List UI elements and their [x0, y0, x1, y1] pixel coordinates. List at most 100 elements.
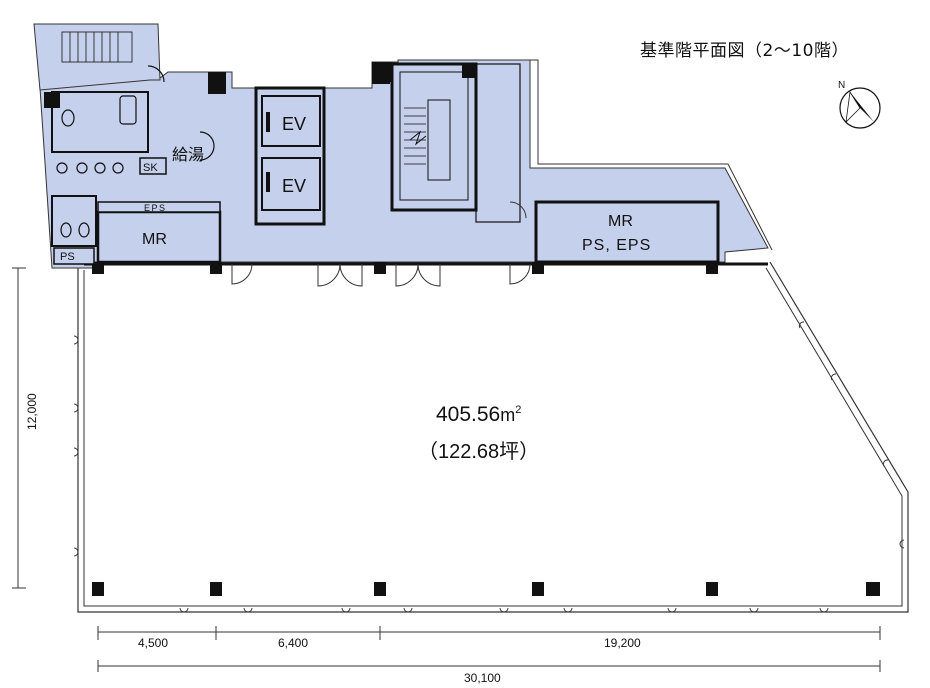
floor-area: 405.56m2 （122.68坪）	[418, 403, 539, 463]
door-arcs	[231, 201, 531, 287]
window-mark	[563, 607, 573, 613]
north-compass-circle	[839, 87, 881, 129]
dim-seg2-label: 6,400	[278, 636, 308, 650]
mr-left-room	[96, 210, 222, 264]
window-mark	[73, 447, 79, 457]
window-mark	[499, 607, 509, 613]
column	[210, 262, 222, 274]
window-mark	[899, 539, 905, 549]
sink-fixture	[112, 162, 124, 174]
door-swing	[339, 263, 363, 287]
area-unit-sup: 2	[515, 404, 521, 416]
window-mark	[667, 607, 677, 613]
office-inner-wall	[83, 267, 903, 607]
toilet-fixture	[61, 109, 75, 127]
stair-treads	[404, 107, 426, 165]
mr-right-wall	[534, 200, 720, 264]
door-swing	[417, 263, 441, 287]
toilet-block-upper	[51, 91, 149, 153]
window-mark	[882, 459, 889, 467]
elevator-counterweight	[266, 112, 270, 132]
office-outer-wall	[77, 261, 909, 613]
toilet-fixture	[78, 222, 90, 238]
dimensions	[12, 267, 881, 672]
stair-break-line	[409, 130, 427, 146]
elevator-car-upper	[261, 95, 321, 147]
toilet-block-lower	[51, 195, 97, 247]
stair-shaft	[475, 63, 521, 223]
window-mark	[798, 321, 805, 329]
door-swing	[395, 263, 419, 287]
window-mark	[830, 373, 837, 381]
sink-fixture	[76, 162, 88, 174]
eps-left-label: EPS	[144, 203, 167, 213]
column	[92, 262, 104, 274]
column	[210, 582, 222, 596]
left-stairwell	[61, 31, 133, 63]
window-mark	[403, 607, 413, 613]
dim-seg3-label: 19,200	[604, 636, 641, 650]
sink-fixture	[56, 162, 68, 174]
column	[532, 262, 544, 274]
left-stair-inner	[61, 31, 133, 63]
window-mark	[73, 403, 79, 413]
svg-text:405.56m2: 405.56m2	[436, 403, 521, 426]
door-swing	[147, 65, 165, 83]
window-mark	[179, 607, 189, 613]
ev-label-upper: EV	[282, 114, 306, 134]
column	[866, 582, 880, 596]
sk-label: SK	[143, 162, 158, 174]
dim-seg1-label: 4,500	[138, 636, 168, 650]
mr-right-sublabel: PS, EPS	[582, 237, 651, 254]
right-outer-edge	[530, 59, 773, 251]
sink-fixture	[94, 162, 106, 174]
door-swing	[317, 263, 341, 287]
elevator-frame	[254, 86, 326, 226]
door-swing	[199, 131, 215, 161]
area-value: 405.56	[436, 403, 500, 426]
column	[374, 262, 386, 274]
window-mark	[749, 607, 759, 613]
mr-left-label: MR	[142, 231, 167, 248]
toilet-area	[51, 65, 215, 247]
dim-total-label: 30,100	[464, 671, 501, 685]
office-outline	[77, 59, 909, 613]
north-arrow-icon	[850, 92, 874, 122]
window-mark	[243, 607, 253, 613]
elevator-block: EV EV	[254, 86, 326, 226]
door-swing	[231, 263, 253, 285]
column	[532, 582, 544, 596]
column	[208, 72, 226, 94]
column	[374, 582, 386, 596]
dimension-labels: 12,000 4,500 6,400 19,200 30,100	[25, 393, 641, 685]
left-core: MR EPS PS SK 給湯	[51, 31, 222, 265]
window-marks	[73, 321, 905, 613]
ps-left-label: PS	[60, 251, 75, 263]
window-mark	[341, 607, 351, 613]
ps-left-room	[53, 247, 95, 265]
sk-box	[139, 157, 167, 175]
north-label: N	[838, 80, 845, 91]
stair-inner	[399, 71, 469, 201]
mr-right-label: MR	[608, 213, 633, 230]
kitchen-label: 給湯	[172, 146, 204, 164]
elevator-car-lower	[261, 157, 321, 211]
window-mark	[819, 607, 829, 613]
ev-label-lower: EV	[282, 176, 306, 196]
column	[92, 582, 104, 596]
window-mark	[73, 547, 79, 557]
stair-column	[372, 62, 392, 82]
column	[706, 582, 718, 596]
toilet-fixture	[60, 222, 72, 238]
area-tsubo: （122.68坪）	[418, 440, 539, 463]
center-stairwell	[372, 62, 521, 223]
north-arrow-icon	[845, 90, 861, 124]
door-swing	[509, 263, 531, 285]
column	[706, 262, 718, 274]
north-arrow: N	[838, 80, 881, 129]
stair-top-left	[33, 23, 161, 91]
window-mark	[73, 335, 79, 345]
area-unit: m	[500, 405, 515, 425]
sink-fixture	[119, 95, 137, 125]
